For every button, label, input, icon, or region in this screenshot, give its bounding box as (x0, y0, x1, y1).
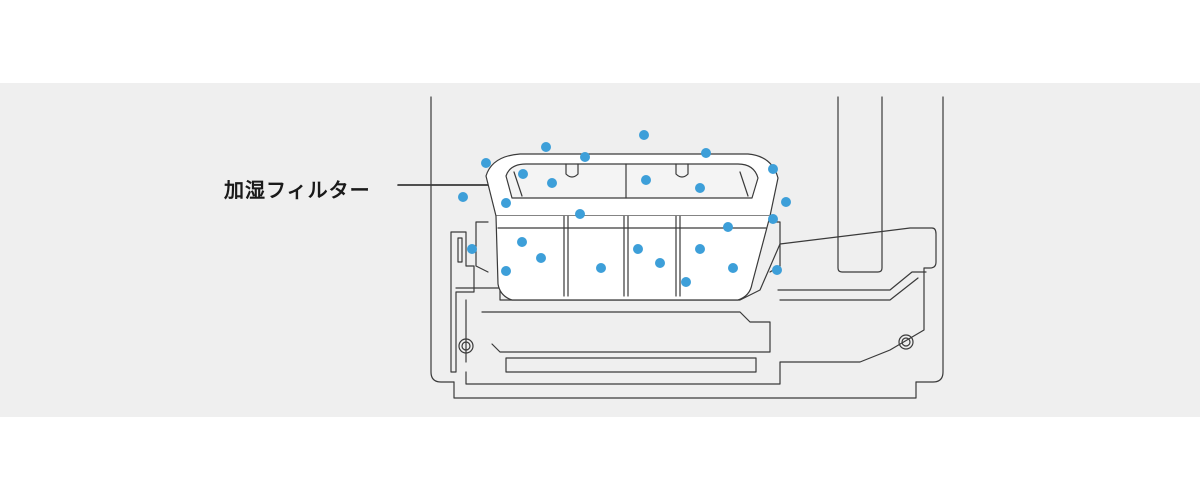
water-droplet-dot (641, 175, 651, 185)
water-droplet-dot (517, 237, 527, 247)
water-droplet-dot (536, 253, 546, 263)
water-droplet-dot (575, 209, 585, 219)
humidifying-filter-label: 加湿フィルター (224, 178, 371, 202)
water-droplet-dot (768, 214, 778, 224)
water-droplet-dot (633, 244, 643, 254)
water-droplet-dot (541, 142, 551, 152)
water-droplet-dot (501, 266, 511, 276)
water-droplet-dot (596, 263, 606, 273)
water-droplet-dot (728, 263, 738, 273)
water-droplet-dot (695, 183, 705, 193)
water-droplet-dot (518, 169, 528, 179)
water-droplet-dot (681, 277, 691, 287)
water-droplet-dot (501, 198, 511, 208)
water-droplet-dot (547, 178, 557, 188)
water-droplet-dot (639, 130, 649, 140)
water-droplet-dot (458, 192, 468, 202)
water-droplet-dot (467, 244, 477, 254)
water-droplet-dot (695, 244, 705, 254)
water-droplet-dot (580, 152, 590, 162)
water-droplet-dot (768, 164, 778, 174)
water-droplet-dot (481, 158, 491, 168)
water-tray (450, 227, 937, 385)
water-droplets (458, 130, 791, 287)
water-droplet-dot (772, 265, 782, 275)
humidifying-filter (475, 153, 781, 301)
water-droplet-dot (655, 258, 665, 268)
water-droplet-dot (723, 222, 733, 232)
water-droplet-dot (781, 197, 791, 207)
water-droplet-dot (701, 148, 711, 158)
right-duct (837, 96, 883, 273)
housing-outline (430, 96, 944, 399)
